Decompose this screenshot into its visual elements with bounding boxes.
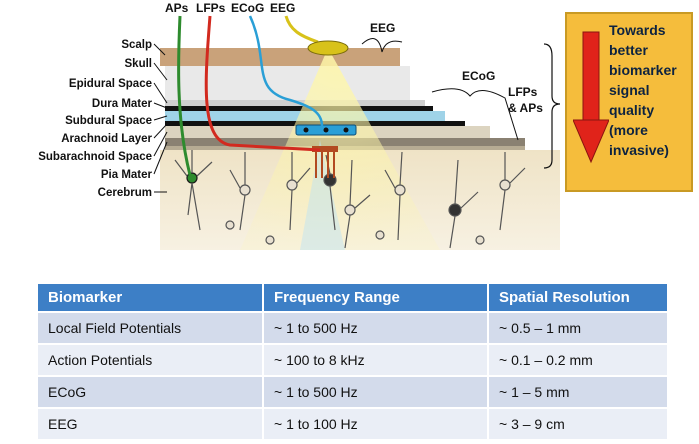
table-row: Local Field Potentials ~ 1 to 500 Hz ~ 0… — [38, 312, 669, 345]
scale-label-ecog: ECoG — [462, 69, 495, 83]
eeg-electrode — [307, 40, 349, 56]
scale-label-eeg: EEG — [370, 21, 395, 35]
table-cell: EEG — [38, 408, 264, 441]
table-cell: ~ 1 to 500 Hz — [263, 376, 489, 409]
header-spatial-resolution: Spatial Resolution — [488, 284, 669, 313]
layer-label: Skull — [125, 58, 152, 70]
table-header-row: Biomarker Frequency Range Spatial Resolu… — [38, 284, 669, 313]
epidural-slab — [165, 100, 425, 106]
table-cell: ~ 1 to 500 Hz — [263, 312, 489, 345]
aps-wire — [177, 15, 192, 176]
scalp-slab — [160, 48, 400, 66]
header-biomarker: Biomarker — [38, 284, 264, 313]
header-frequency-range: Frequency Range — [263, 284, 489, 313]
eeg-field-beam — [240, 48, 440, 250]
neurons — [174, 150, 526, 249]
ecog-brace — [431, 88, 519, 141]
label-ecog: ECoG — [231, 1, 264, 15]
layer-label: Arachnoid Layer — [61, 133, 152, 145]
layer-label: Subdural Space — [65, 115, 152, 127]
biomarker-table: Biomarker Frequency Range Spatial Resolu… — [38, 284, 669, 441]
label-lfps: LFPs — [196, 1, 226, 15]
table-cell: ~ 0.1 – 0.2 mm — [488, 344, 669, 377]
lfps-wire — [204, 15, 321, 152]
layer-label: Epidural Space — [69, 78, 152, 90]
table-cell: ~ 1 to 100 Hz — [263, 408, 489, 441]
ecog-wire — [248, 15, 324, 127]
table-cell: Local Field Potentials — [38, 312, 264, 345]
layer-label: Dura Mater — [92, 98, 153, 110]
layer-labels: Scalp Skull Epidural Space Dura Mater Su… — [38, 39, 152, 199]
layer-label: Scalp — [121, 39, 152, 51]
invasiveness-note-box: Towards better biomarker signal quality … — [565, 12, 693, 192]
scale-label-lfps-aps: LFPs& APs — [508, 85, 543, 115]
table-cell: ~ 100 to 8 kHz — [263, 344, 489, 377]
skull-slab — [165, 66, 410, 100]
table-cell: ~ 3 – 9 cm — [488, 408, 669, 441]
label-aps: APs — [165, 1, 189, 15]
table-cell: ECoG — [38, 376, 264, 409]
down-arrow-icon — [573, 31, 609, 164]
table-row: ECoG ~ 1 to 500 Hz ~ 1 – 5 mm — [38, 376, 669, 409]
table-row: Action Potentials ~ 100 to 8 kHz ~ 0.1 –… — [38, 344, 669, 377]
table-cell: Action Potentials — [38, 344, 264, 377]
layer-label: Pia Mater — [101, 169, 153, 181]
dura-slab — [165, 106, 433, 111]
right-brace — [543, 43, 561, 169]
eeg-wire — [284, 15, 319, 44]
layer-pointers — [153, 43, 168, 193]
invasiveness-note-text: Towards better biomarker signal quality … — [609, 22, 677, 158]
table-row: EEG ~ 1 to 100 Hz ~ 3 – 9 cm — [38, 408, 669, 441]
table-cell: ~ 1 – 5 mm — [488, 376, 669, 409]
table-cell: ~ 0.5 – 1 mm — [488, 312, 669, 345]
microelectrode-array — [315, 150, 335, 178]
label-eeg: EEG — [270, 1, 295, 15]
layer-label: Subarachnoid Space — [38, 151, 152, 163]
eeg-brace — [361, 38, 403, 53]
layer-label: Cerebrum — [98, 187, 152, 199]
brain-layers-diagram: APs LFPs ECoG EEG Scalp Skull Epidural S… — [38, 1, 561, 250]
